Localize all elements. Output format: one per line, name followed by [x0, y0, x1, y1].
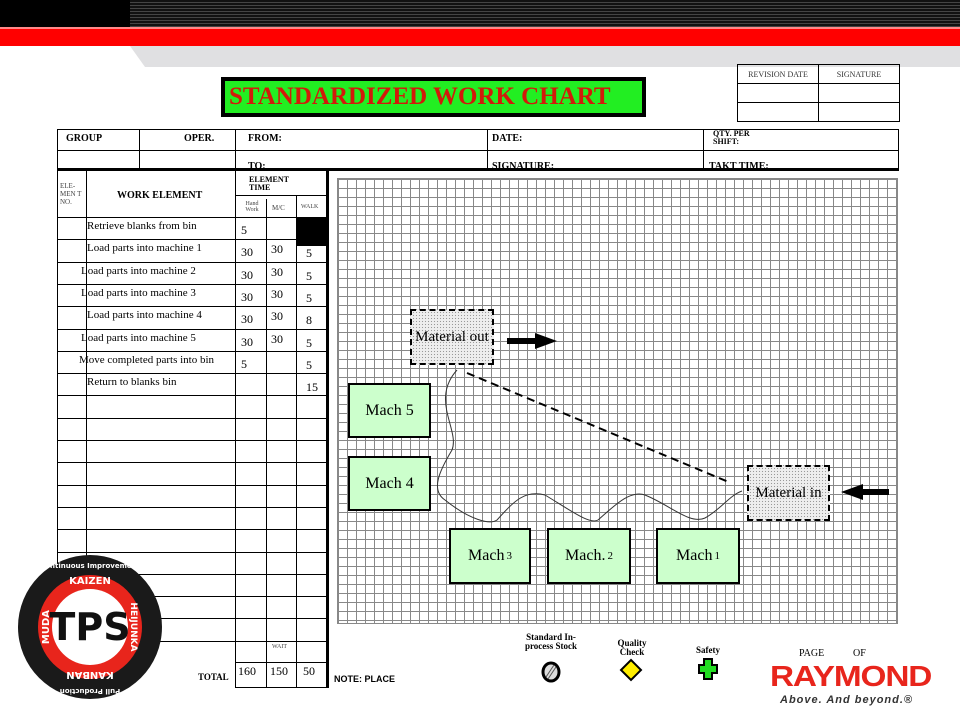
from-label: FROM: [248, 133, 282, 144]
group-label: GROUP [66, 133, 103, 144]
signature-label: SIGNATURE: [492, 161, 555, 172]
hand-time-cell: 30 [241, 268, 253, 282]
raymond-logo: RAYMOND [770, 661, 932, 693]
arrow-left-icon [841, 484, 889, 500]
takt-time-label: TAKT TIME: [709, 161, 769, 172]
walk-time-cell: 5 [306, 336, 312, 350]
walk-time-cell: 5 [306, 246, 312, 260]
header-stripes [0, 0, 960, 27]
svg-text:KAIZEN: KAIZEN [69, 576, 111, 587]
material-out-box: Material out [410, 309, 494, 365]
raymond-tagline: Above. And beyond.® [780, 694, 914, 706]
total-hand: 160 [238, 664, 256, 678]
operator-walk-path [436, 369, 743, 523]
mc-time-cell: 30 [271, 242, 283, 256]
work-element-header: WORK ELEMENT [117, 190, 203, 201]
total-label: TOTAL [198, 672, 229, 682]
work-element-cell: Load parts into machine 4 [87, 309, 202, 321]
page-label: PAGE [799, 648, 825, 659]
mc-time-cell: 30 [271, 309, 283, 323]
mc-time-cell: 30 [271, 265, 283, 279]
wait-label: WAIT [272, 644, 287, 650]
mc-header: M/C [272, 204, 285, 212]
total-mc: 150 [270, 664, 288, 678]
qty-per-shift-label: QTY. PER SHIFT: [713, 129, 750, 146]
info-header: GROUP OPER. FROM: TO: DATE: SIGNATURE: Q… [57, 129, 899, 172]
svg-text:Continuous Improvement: Continuous Improvement [40, 562, 141, 570]
walk-time-cell: 8 [306, 313, 312, 327]
safety-legend-label: Safety [696, 645, 720, 655]
machine-4: Mach 4 [348, 456, 431, 511]
hand-time-cell: 5 [241, 357, 247, 371]
header-red-band [0, 27, 960, 46]
svg-text:HEIJUNKA: HEIJUNKA [128, 602, 138, 651]
work-element-cell: Return to blanks bin [87, 376, 177, 388]
element-time-header: ELEMENT TIME [249, 175, 289, 192]
total-walk: 50 [303, 664, 315, 678]
hand-time-cell: 30 [241, 290, 253, 304]
svg-text:Pull Production: Pull Production [60, 687, 120, 695]
arrow-right-icon [507, 333, 557, 349]
hand-time-cell: 30 [241, 312, 253, 326]
tps-logo: TPS KAIZEN KANBAN Continuous Improvement… [18, 555, 162, 699]
svg-text:MUDA: MUDA [41, 610, 52, 644]
walk-header: WALK [301, 204, 319, 210]
header-black-block [0, 0, 130, 27]
signature-cell[interactable] [818, 102, 900, 122]
walk-black-block [297, 217, 326, 246]
work-element-cell: Load parts into machine 2 [81, 265, 196, 277]
to-label: TO: [248, 161, 266, 172]
work-element-cell: Load parts into machine 5 [81, 332, 196, 344]
work-element-cell: Retrieve blanks from bin [87, 220, 197, 232]
hand-time-cell: 5 [241, 223, 247, 237]
walk-time-cell: 5 [306, 291, 312, 305]
oper-label: OPER. [184, 133, 215, 144]
machine-2: Mach.2 [547, 528, 631, 584]
mc-time-cell: 30 [271, 332, 283, 346]
date-label: DATE: [492, 133, 523, 144]
element-no-header: ELE-MEN T NO. [60, 182, 82, 206]
machine-5: Mach 5 [348, 383, 431, 438]
note-label: NOTE: PLACE [334, 674, 396, 684]
work-element-cell: Load parts into machine 3 [81, 287, 196, 299]
walk-time-cell: 15 [306, 380, 318, 394]
hand-time-cell: 30 [241, 245, 253, 259]
header-grey-band [130, 46, 960, 67]
stock-legend-label: Standard In-process Stock [524, 632, 578, 651]
return-path-dashed [466, 372, 732, 484]
quality-legend-label: Quality Check [617, 638, 647, 657]
safety-cross-icon [698, 658, 718, 680]
svg-text:TPS: TPS [49, 605, 130, 649]
walk-time-cell: 5 [306, 269, 312, 283]
material-in-box: Material in [747, 465, 830, 521]
work-element-cell: Load parts into machine 1 [87, 242, 202, 254]
work-element-cell: Move completed parts into bin [79, 354, 215, 366]
work-element-table: ELE-MEN T NO. WORK ELEMENT ELEMENT TIME … [57, 170, 329, 688]
quality-check-icon [619, 658, 643, 682]
walk-time-cell: 5 [306, 358, 312, 372]
svg-text:KANBAN: KANBAN [66, 669, 114, 680]
page-title: STANDARDIZED WORK CHART [221, 77, 646, 117]
hand-time-cell: 30 [241, 335, 253, 349]
hand-work-header: Hand Work [245, 201, 259, 213]
of-label: OF [853, 648, 866, 659]
standard-stock-icon [541, 661, 561, 683]
mc-time-cell: 30 [271, 287, 283, 301]
